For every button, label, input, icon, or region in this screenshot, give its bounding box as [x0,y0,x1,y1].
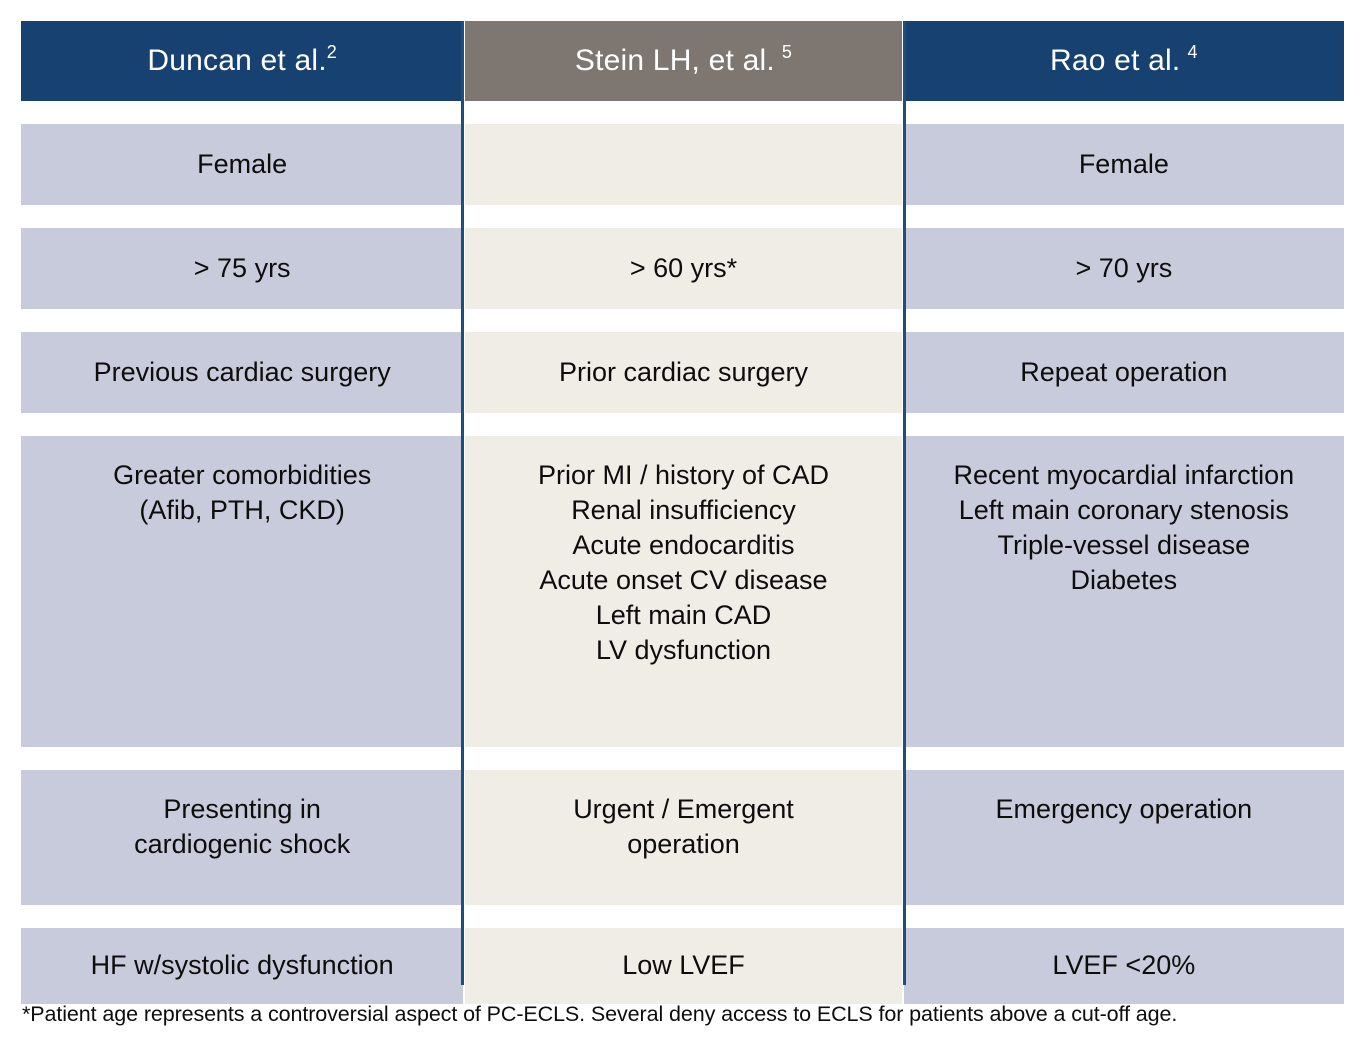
comparison-table: Duncan et al.2 Stein LH, et al.5 Rao et … [21,21,1344,1004]
row-gap [21,747,1344,770]
column-header-duncan: Duncan et al.2 [21,21,464,101]
column-divider-left [461,21,464,985]
cell-comorbidities-duncan: Greater comorbidities(Afib, PTH, CKD) [21,436,464,747]
column-header-duncan-label: Duncan et al. [147,44,327,77]
table-header-row: Duncan et al.2 Stein LH, et al.5 Rao et … [21,21,1344,101]
cell-ventricular-function-stein: Low LVEF [465,928,902,1004]
table-row: > 75 yrs > 60 yrs* > 70 yrs [21,228,1344,309]
row-gap [21,101,1344,124]
cell-age-stein: > 60 yrs* [465,228,902,309]
cell-sex-duncan: Female [21,124,464,205]
table-row: Greater comorbidities(Afib, PTH, CKD) Pr… [21,436,1344,747]
cell-prior-surgery-stein: Prior cardiac surgery [465,332,902,413]
cell-acuity-rao: Emergency operation [903,770,1344,905]
cell-prior-surgery-rao: Repeat operation [903,332,1344,413]
column-divider-right [903,21,906,985]
column-header-stein-label: Stein LH, et al. [574,44,775,77]
cell-sex-stein [465,124,902,205]
column-header-stein: Stein LH, et al.5 [465,21,902,101]
row-gap [21,309,1344,332]
row-gap [21,205,1344,228]
row-gap [21,413,1344,436]
column-header-rao: Rao et al.4 [903,21,1344,101]
table-row: Previous cardiac surgery Prior cardiac s… [21,332,1344,413]
cell-age-rao: > 70 yrs [903,228,1344,309]
table-row: Female Female [21,124,1344,205]
cell-ventricular-function-rao: LVEF <20% [903,928,1344,1004]
cell-ventricular-function-duncan: HF w/systolic dysfunction [21,928,464,1004]
footnote: *Patient age represents a controversial … [22,1002,1178,1026]
column-header-rao-label: Rao et al. [1050,44,1181,77]
cell-age-duncan: > 75 yrs [21,228,464,309]
cell-sex-rao: Female [903,124,1344,205]
table-row: HF w/systolic dysfunction Low LVEF LVEF … [21,928,1344,1004]
row-gap [21,905,1344,928]
cell-prior-surgery-duncan: Previous cardiac surgery [21,332,464,413]
